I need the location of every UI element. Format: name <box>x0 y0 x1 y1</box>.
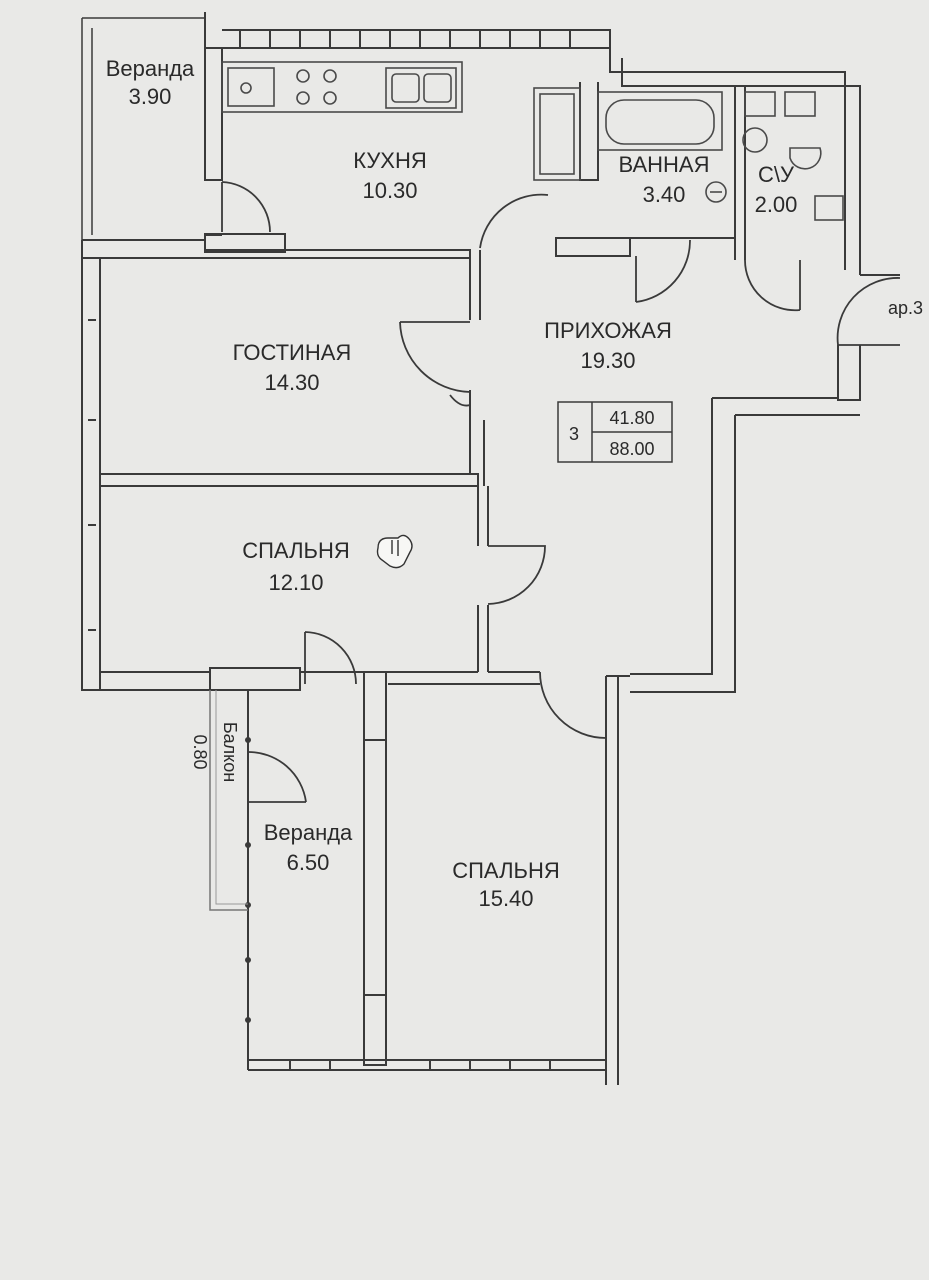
bathroom-area: 3.40 <box>643 182 686 207</box>
doors <box>221 181 901 803</box>
wc-sink-icon <box>742 127 768 153</box>
wc-name: С\У <box>758 162 795 187</box>
summary-rooms: 3 <box>569 424 579 444</box>
bathroom-fixtures <box>533 87 844 221</box>
hall-area: 19.30 <box>580 348 635 373</box>
hall-name: ПРИХОЖАЯ <box>544 318 672 343</box>
living-name: ГОСТИНАЯ <box>233 340 352 365</box>
hand-cursor-icon <box>376 534 413 569</box>
veranda-top-area: 3.90 <box>129 84 172 109</box>
living-area: 14.30 <box>264 370 319 395</box>
kitchen-fixtures <box>221 61 463 113</box>
veranda-bottom-area: 6.50 <box>287 850 330 875</box>
veranda-bottom-name: Веранда <box>264 820 353 845</box>
balcony-area: 0.80 <box>190 734 210 769</box>
wc-area: 2.00 <box>755 192 798 217</box>
bedroom-2-area: 15.40 <box>478 886 533 911</box>
bathroom-name: ВАННАЯ <box>619 152 710 177</box>
double-sink-icon <box>385 67 457 109</box>
veranda-top-name: Веранда <box>106 56 195 81</box>
summary-total-area: 88.00 <box>609 439 654 459</box>
washbasin-icon <box>705 181 727 203</box>
bedroom-1-area: 12.10 <box>268 570 323 595</box>
stove-icon <box>296 69 337 105</box>
kitchen-area: 10.30 <box>362 178 417 203</box>
walls <box>81 12 900 1085</box>
balcony-name: Балкон <box>220 722 240 782</box>
bathtub-icon <box>597 91 723 151</box>
wc-fixtures <box>742 91 844 221</box>
edge-label: ар.3 <box>888 298 923 318</box>
sink-icon <box>227 67 275 107</box>
summary-living-area: 41.80 <box>609 408 654 428</box>
kitchen-name: КУХНЯ <box>353 148 427 173</box>
cabinet-icon <box>533 87 581 181</box>
bedroom-1-name: СПАЛЬНЯ <box>242 538 350 563</box>
bedroom-2-name: СПАЛЬНЯ <box>452 858 560 883</box>
summary-box <box>557 401 673 463</box>
toilet-icon <box>789 147 822 170</box>
